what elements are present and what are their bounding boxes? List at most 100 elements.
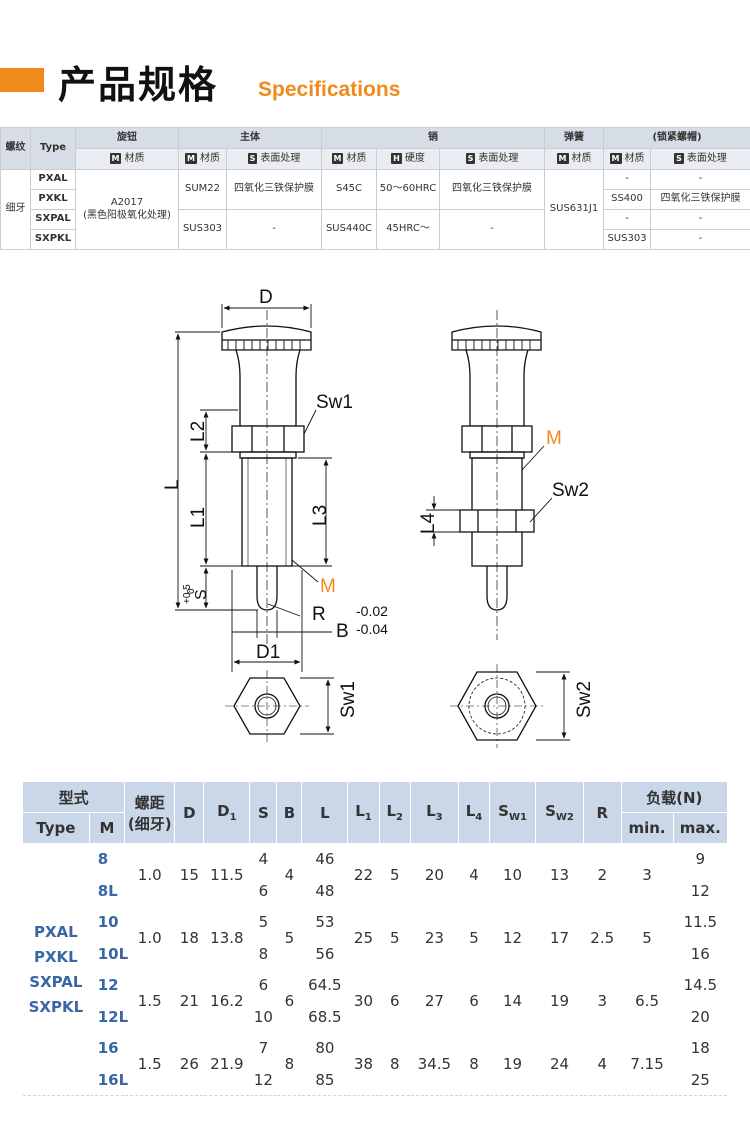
spec-nut-surface: 四氧化三铁保护膜 xyxy=(650,189,750,210)
dim-label-Sw2-hex: Sw2 xyxy=(574,681,595,718)
dim-label-D1: D1 xyxy=(256,642,280,663)
col-D: D xyxy=(174,781,205,844)
dims-cell-d1: 21.9 xyxy=(203,1032,251,1096)
dims-cell-b: 8 xyxy=(276,1032,303,1096)
dims-m-cell: 12L xyxy=(88,1000,128,1033)
spec-head-spring: 弹簧 xyxy=(544,127,605,149)
dims-type-label: SXPKL xyxy=(28,997,84,1016)
spec-body-surface: 四氧化三铁保护膜 xyxy=(226,169,322,210)
page-title: 产品规格 xyxy=(58,63,219,107)
spec-type: SXPKL xyxy=(30,229,76,250)
dims-cell-sw2: 17 xyxy=(535,906,584,970)
col-B: B xyxy=(276,781,303,844)
spec-head-nut: (锁紧螺帽) xyxy=(603,127,750,149)
surface-mark-icon: S xyxy=(247,152,258,164)
dims-cell-min: 5 xyxy=(620,906,674,970)
spec-head-pin: 销 xyxy=(320,127,546,149)
col-L4: L4 xyxy=(457,781,491,844)
material-mark-icon: M xyxy=(609,152,622,164)
dim-label-S-tol-upper: +0.5 xyxy=(182,584,193,604)
spec-nut-surface: - xyxy=(650,209,750,230)
dims-cell-sw2: 24 xyxy=(535,1032,584,1096)
dims-cell-l: 80 xyxy=(301,1032,349,1065)
col-pitch: 螺距(细牙) xyxy=(124,781,176,844)
dim-label-B-tol-lower: -0.04 xyxy=(356,621,388,637)
spec-head-body: 主体 xyxy=(178,127,322,149)
dims-cell-b: 5 xyxy=(276,906,303,970)
dims-cell-l: 68.5 xyxy=(301,1000,349,1033)
spec-nut-material: SUS303 xyxy=(603,229,652,250)
col-L: L xyxy=(301,781,349,844)
spec-head-type: Type xyxy=(30,127,76,170)
dims-cell-l: 46 xyxy=(301,843,349,876)
spec-spring-material: SUS631J1 xyxy=(544,169,605,250)
spec-type: SXPAL xyxy=(30,209,76,230)
dim-label-L: L xyxy=(162,479,183,490)
spec-pin-material: SUS440C xyxy=(321,209,377,250)
dimension-lines-left xyxy=(175,304,334,735)
col-Sw2: SW2 xyxy=(535,781,584,844)
dims-cell-b: 6 xyxy=(276,969,303,1033)
dims-cell-d1: 16.2 xyxy=(203,969,251,1033)
surface-mark-icon: S xyxy=(465,152,476,164)
dims-cell-d: 26 xyxy=(174,1032,205,1096)
dims-cell-r: 3 xyxy=(582,969,622,1033)
spec-head-thread: 螺纹 xyxy=(0,127,31,170)
spec-nut-surface: - xyxy=(650,229,750,250)
dims-cell-d: 18 xyxy=(174,906,205,970)
dims-cell-s: 6 xyxy=(249,969,278,1002)
dims-cell-b: 4 xyxy=(276,843,303,907)
spec-body-material: SUM22 xyxy=(178,169,227,210)
dim-label-D: D xyxy=(259,287,273,308)
surface-mark-icon: S xyxy=(674,152,684,164)
dims-cell-sw1: 10 xyxy=(489,843,536,907)
dims-cell-min: 7.15 xyxy=(620,1032,674,1096)
dims-cell-s: 10 xyxy=(249,1000,278,1033)
dims-cell-sw2: 19 xyxy=(535,969,584,1033)
dims-cell-l2: 5 xyxy=(378,843,411,907)
dim-label-L4: L4 xyxy=(418,512,439,534)
dims-cell-s: 12 xyxy=(249,1063,278,1096)
dims-m-cell: 16L xyxy=(88,1063,128,1096)
dims-cell-max: 11.5 xyxy=(672,906,729,939)
dims-cell-max: 20 xyxy=(672,1000,729,1033)
dims-cell-l: 56 xyxy=(301,937,349,970)
dim-label-R: R xyxy=(312,604,326,625)
material-mark-icon: M xyxy=(331,152,344,164)
dim-label-B: B xyxy=(336,621,349,642)
dims-cell-l: 53 xyxy=(301,906,349,939)
spec-pin-material: S45C xyxy=(321,169,377,210)
material-mark-icon: M xyxy=(556,152,569,164)
dims-cell-max: 25 xyxy=(672,1063,729,1096)
dims-cell-l1: 38 xyxy=(347,1032,380,1096)
col-S: S xyxy=(249,781,278,844)
spec-nut-material: - xyxy=(603,209,652,230)
dims-cell-l4: 6 xyxy=(457,969,491,1033)
dims-cell-l3: 23 xyxy=(409,906,459,970)
dims-cell-l4: 5 xyxy=(457,906,491,970)
col-R: R xyxy=(582,781,622,844)
dims-m-cell: 8 xyxy=(88,843,126,876)
col-L3: L3 xyxy=(409,781,459,844)
dims-cell-l3: 27 xyxy=(409,969,459,1033)
dims-m-cell: 10L xyxy=(88,937,128,970)
spec-body-material: SUS303 xyxy=(178,209,227,250)
col-M: M xyxy=(88,812,126,844)
dims-cell-s: 6 xyxy=(249,874,278,907)
dims-cell-sw1: 19 xyxy=(489,1032,536,1096)
dim-label-Sw1: Sw1 xyxy=(316,392,353,413)
spec-nut-surface: - xyxy=(650,169,750,190)
col-L2: L2 xyxy=(378,781,411,844)
spec-body-surface: - xyxy=(226,209,322,250)
dims-cell-pitch: 1.5 xyxy=(124,1032,176,1096)
dims-cell-d1: 13.8 xyxy=(203,906,251,970)
dims-cell-s: 8 xyxy=(249,937,278,970)
dimension-lines-right xyxy=(426,445,570,741)
dims-cell-l2: 6 xyxy=(378,969,411,1033)
spec-thread-value: 细牙 xyxy=(0,169,31,250)
